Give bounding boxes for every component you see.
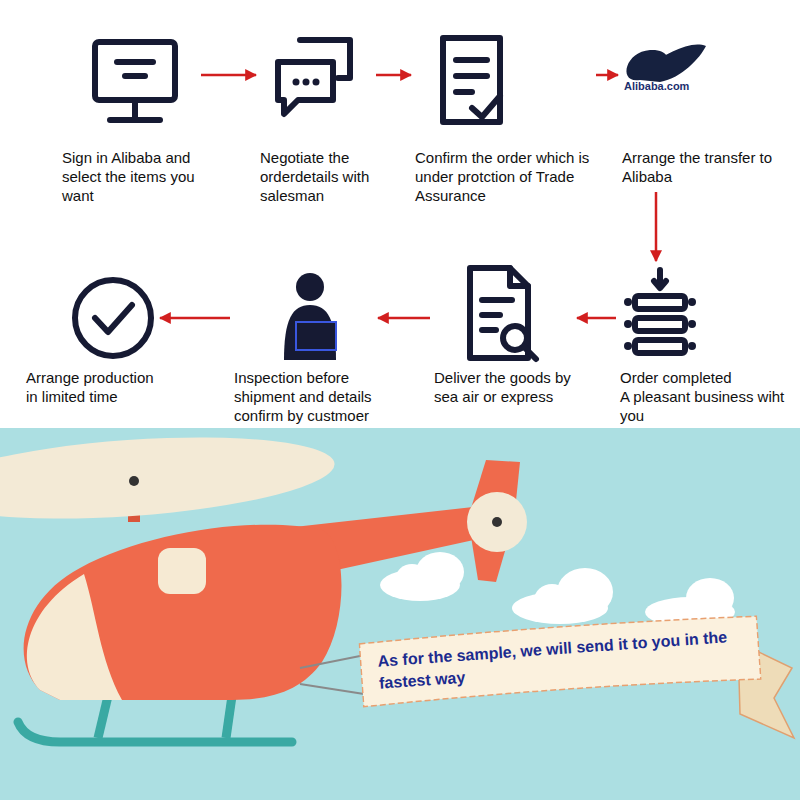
step-icon-fills (284, 45, 706, 360)
banner-ropes (300, 656, 364, 694)
step-icons (75, 38, 685, 359)
flow-arrow (378, 317, 430, 320)
logo-text: Alibaba.com (624, 80, 689, 92)
process-step: Arrange production in limited time (26, 265, 156, 406)
step-text: Arrange production in limited time (26, 368, 156, 406)
step-text: Negotiate the orderdetails with salesman (260, 148, 372, 205)
flow-arrow (596, 74, 618, 77)
clouds (380, 552, 735, 627)
step-text: Deliver the goods by sea air or express (434, 368, 573, 406)
process-step: Negotiate the orderdetails with salesman (260, 35, 372, 205)
flow-arrow (577, 317, 616, 320)
process-step: Confirm the order which is under protcti… (415, 35, 592, 205)
step-text: Confirm the order which is under protcti… (415, 148, 592, 205)
flow-arrow (201, 74, 256, 77)
banner-ribbon: As for the sample, we will send it to yo… (358, 612, 762, 708)
step-text: Arrange the transfer to Alibaba (622, 148, 775, 186)
flow-arrow (160, 317, 230, 320)
flow-arrow (376, 74, 411, 77)
step-text: Inspection before shipment and details c… (234, 368, 374, 425)
step-text: A pleasant business wiht you (620, 387, 787, 425)
step-text: Sign in Alibaba and select the items you… (62, 148, 197, 205)
step-text: Order completed (620, 368, 787, 387)
process-step: Arrange the transfer to Alibaba (622, 35, 775, 186)
flow-arrow (655, 192, 658, 261)
process-step: Inspection before shipment and details c… (234, 265, 374, 425)
process-step: Sign in Alibaba and select the items you… (62, 35, 197, 205)
ribbon-outline (359, 613, 761, 707)
process-step: Deliver the goods by sea air or express (434, 265, 573, 406)
process-step: Order completedA pleasant business wiht … (620, 265, 787, 425)
